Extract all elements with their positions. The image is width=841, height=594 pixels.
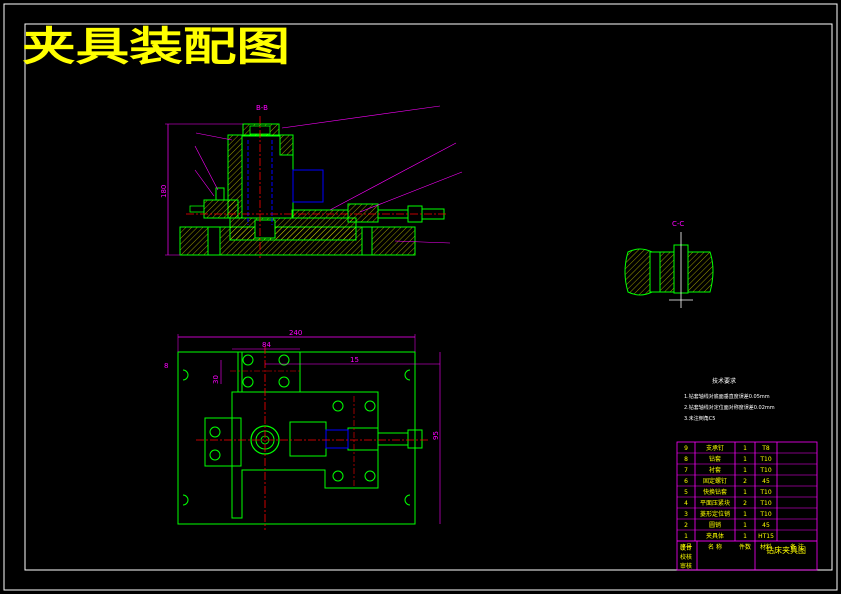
part-qty: 1	[743, 489, 747, 496]
part-qty: 1	[743, 533, 747, 540]
inner-frame	[24, 23, 833, 571]
tech-requirements: 技术要求 1.钻套轴线对底面垂直度误差0.05mm 2.钻套轴线对定位面对称度误…	[684, 377, 775, 422]
tech-heading: 技术要求	[712, 377, 736, 385]
part-qty: 2	[743, 500, 747, 507]
part-material: HT15	[758, 533, 774, 540]
part-material: 45	[762, 478, 770, 485]
section-bb-label: B-B	[256, 104, 268, 112]
title-drawing-name: 钻床夹具图	[766, 545, 806, 555]
title-check: 校核	[680, 553, 692, 561]
part-material: T10	[759, 456, 771, 463]
dim-top-width: 240	[289, 329, 302, 337]
part-name: 钻套	[709, 455, 721, 463]
header-name: 名 称	[708, 543, 722, 551]
section-cc-label: C-C	[672, 220, 684, 228]
part-number: 3	[684, 511, 688, 518]
part-name: 快换钻套	[703, 488, 727, 496]
part-name: 夹具体	[706, 532, 724, 540]
title-review: 审核	[680, 562, 692, 570]
outer-frame	[3, 3, 838, 591]
part-number: 6	[684, 478, 688, 485]
part-name: 平面压紧块	[700, 499, 730, 507]
part-number: 4	[684, 500, 688, 507]
part-qty: 2	[743, 478, 747, 485]
part-material: T10	[759, 500, 771, 507]
part-material: T8	[761, 445, 770, 452]
part-number: 5	[684, 489, 688, 496]
part-number: 8	[684, 456, 688, 463]
part-name: 支承钉	[706, 444, 724, 452]
tech-item-1: 1.钻套轴线对底面垂直度误差0.05mm	[684, 393, 770, 400]
part-material: T10	[759, 511, 771, 518]
section-bb-view: B-B 180	[160, 104, 463, 258]
dim-height-left: 180	[160, 185, 168, 198]
part-qty: 1	[743, 467, 747, 474]
dim-left-small: 30	[212, 375, 220, 384]
part-qty: 1	[743, 522, 747, 529]
dim-top-inner: 84	[262, 341, 271, 349]
header-note: 备 注	[790, 543, 804, 551]
part-name: 衬套	[709, 466, 721, 474]
part-material: T10	[759, 489, 771, 496]
tech-item-3: 3.未注倒角C5	[684, 415, 715, 422]
part-qty: 1	[743, 456, 747, 463]
part-number: 2	[684, 522, 688, 529]
plan-view: 240 84 15 30 95 8	[164, 329, 441, 530]
part-number: 9	[684, 445, 688, 452]
section-cc-view: C-C	[624, 220, 714, 308]
dim-right-span: 15	[350, 356, 359, 364]
part-number: 7	[684, 467, 688, 474]
part-material: T10	[759, 467, 771, 474]
part-name: 菱形定位销	[700, 510, 730, 518]
header-qty: 件数	[739, 543, 751, 551]
drawing-title: 夹具装配图	[22, 24, 290, 70]
part-qty: 1	[743, 445, 747, 452]
part-qty: 1	[743, 511, 747, 518]
part-name: 圆销	[709, 521, 721, 529]
dim-right-height: 95	[432, 431, 440, 440]
header-material: 材料	[760, 543, 772, 551]
title-design: 设计	[680, 544, 692, 552]
tech-item-2: 2.钻套轴线对定位面对称度误差0.02mm	[684, 404, 775, 411]
header-no: 序号	[680, 543, 692, 551]
part-name: 固定螺钉	[703, 477, 727, 485]
part-material: 45	[762, 522, 770, 529]
part-number: 1	[684, 533, 688, 540]
dim-left-mark: 8	[164, 362, 168, 370]
